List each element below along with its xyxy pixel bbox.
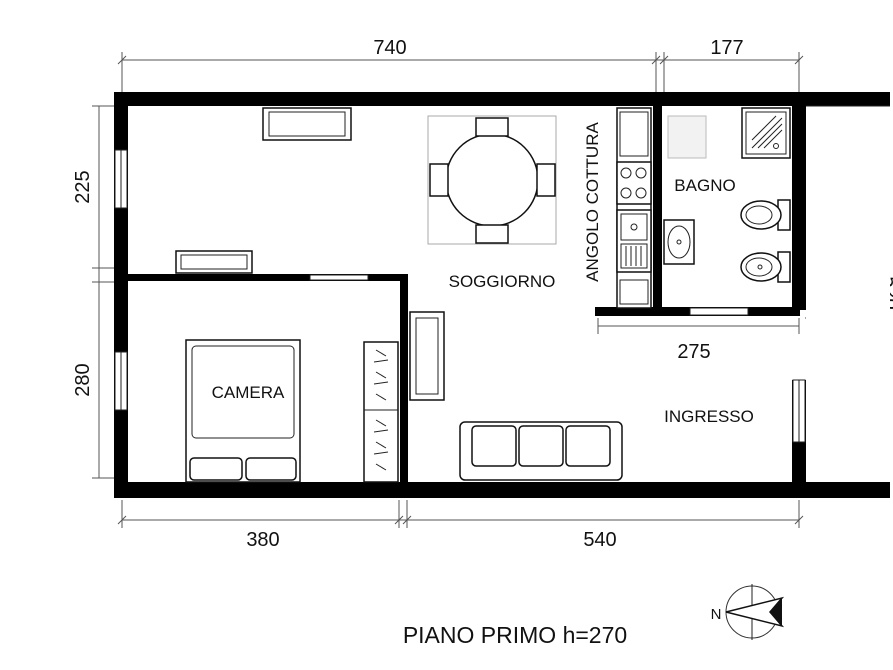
kitchen-counter bbox=[616, 107, 652, 309]
radiator-top bbox=[262, 107, 352, 141]
openings bbox=[114, 105, 890, 482]
walls bbox=[114, 92, 890, 498]
room-label-soggiorno: SOGGIORNO bbox=[449, 272, 556, 291]
wardrobe bbox=[363, 341, 399, 483]
dim-bottom-right: 540 bbox=[583, 529, 616, 551]
dim-bottom-left: 380 bbox=[246, 529, 279, 551]
room-label-ingresso: INGRESSO bbox=[664, 407, 754, 426]
plan-title: PIANO PRIMO h=270 bbox=[403, 622, 627, 648]
dim-top-right: 177 bbox=[710, 37, 743, 59]
dim-left-lower: 280 bbox=[72, 363, 94, 396]
dining-table bbox=[427, 115, 557, 245]
room-label-angolo-cottura: ANGOLO COTTURA bbox=[583, 122, 602, 282]
sofa bbox=[459, 421, 623, 481]
tv-cabinet bbox=[409, 311, 445, 401]
bed bbox=[185, 339, 301, 483]
dim-left-upper: 225 bbox=[72, 170, 94, 203]
radiator-soggiorno bbox=[175, 250, 253, 274]
compass-label: N bbox=[711, 606, 722, 623]
dim-bagno-width: 275 bbox=[677, 341, 710, 363]
bathroom-fixtures bbox=[663, 107, 791, 283]
room-label-camera: CAMERA bbox=[212, 383, 285, 402]
room-label-bagno: BAGNO bbox=[674, 176, 735, 195]
dim-top-left: 740 bbox=[373, 37, 406, 59]
compass-icon: N bbox=[711, 584, 785, 640]
